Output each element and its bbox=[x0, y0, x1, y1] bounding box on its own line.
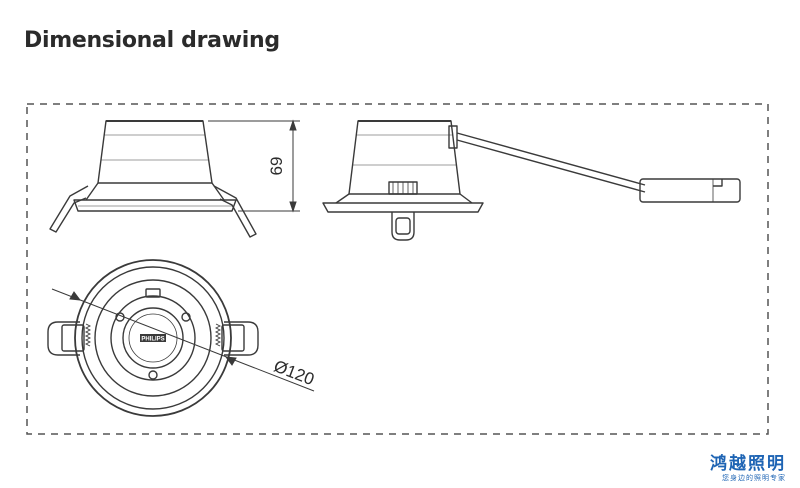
side-view bbox=[49, 120, 257, 238]
side-view-with-driver bbox=[322, 120, 741, 241]
brand-mark-text: PHILIPS bbox=[141, 337, 164, 343]
dashed-frame bbox=[26, 103, 769, 435]
diameter-dimension bbox=[51, 288, 315, 392]
diameter-label: Ø120 bbox=[271, 357, 317, 390]
brand-mark: PHILIPS bbox=[140, 334, 166, 343]
front-view bbox=[47, 259, 259, 417]
height-dimension bbox=[208, 119, 300, 213]
watermark-name: 鸿越照明 bbox=[710, 454, 786, 474]
height-label: 69 bbox=[267, 157, 286, 176]
watermark-tagline: 您身边的照明专家 bbox=[722, 474, 786, 482]
watermark-logo: 鸿越照明 您身边的照明专家 bbox=[676, 454, 786, 483]
page-title: Dimensional drawing bbox=[24, 28, 280, 53]
